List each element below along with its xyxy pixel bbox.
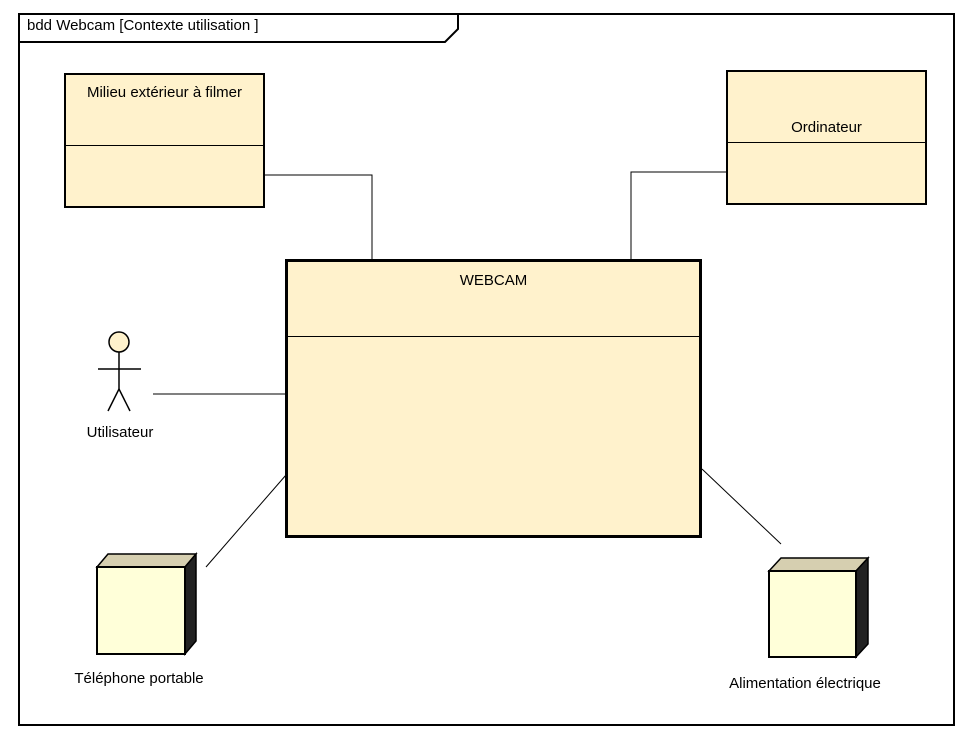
block-ordinateur-name: Ordinateur <box>791 119 862 136</box>
connector-ordinateur-webcam <box>630 171 727 260</box>
block-milieu-exterieur[interactable]: Milieu extérieur à filmer <box>64 73 265 208</box>
block-webcam-name: WEBCAM <box>459 272 528 289</box>
block-milieu-divider <box>66 145 263 146</box>
connector-alimentation-webcam <box>701 468 782 545</box>
telephone-node-icon[interactable] <box>95 551 198 657</box>
block-webcam-divider <box>288 336 699 337</box>
utilisateur-actor-icon[interactable] <box>98 331 141 412</box>
frame-tab-outline <box>18 13 459 43</box>
actor-head <box>108 331 130 353</box>
frame-title: bdd Webcam [Contexte utilisation ] <box>27 17 259 34</box>
telephone-node-front <box>96 566 186 655</box>
alimentation-node-top <box>767 557 870 572</box>
connector-milieu-webcam <box>264 174 373 260</box>
block-ordinateur-divider <box>728 142 925 143</box>
alimentation-label: Alimentation électrique <box>729 675 881 692</box>
alimentation-node-icon[interactable] <box>767 556 870 659</box>
telephone-node-top <box>95 553 198 568</box>
connector-telephone-webcam <box>205 474 287 568</box>
telephone-label: Téléphone portable <box>74 670 204 687</box>
diagram-frame <box>18 13 955 726</box>
actor-leg-left <box>107 388 120 412</box>
alimentation-node-side <box>855 556 869 659</box>
block-ordinateur[interactable]: Ordinateur <box>726 70 927 205</box>
actor-leg-right <box>118 388 131 412</box>
alimentation-node-front <box>768 570 857 658</box>
utilisateur-label: Utilisateur <box>86 424 154 441</box>
block-webcam[interactable]: WEBCAM <box>285 259 702 538</box>
block-milieu-name: Milieu extérieur à filmer <box>86 84 243 101</box>
telephone-node-side <box>184 551 197 657</box>
